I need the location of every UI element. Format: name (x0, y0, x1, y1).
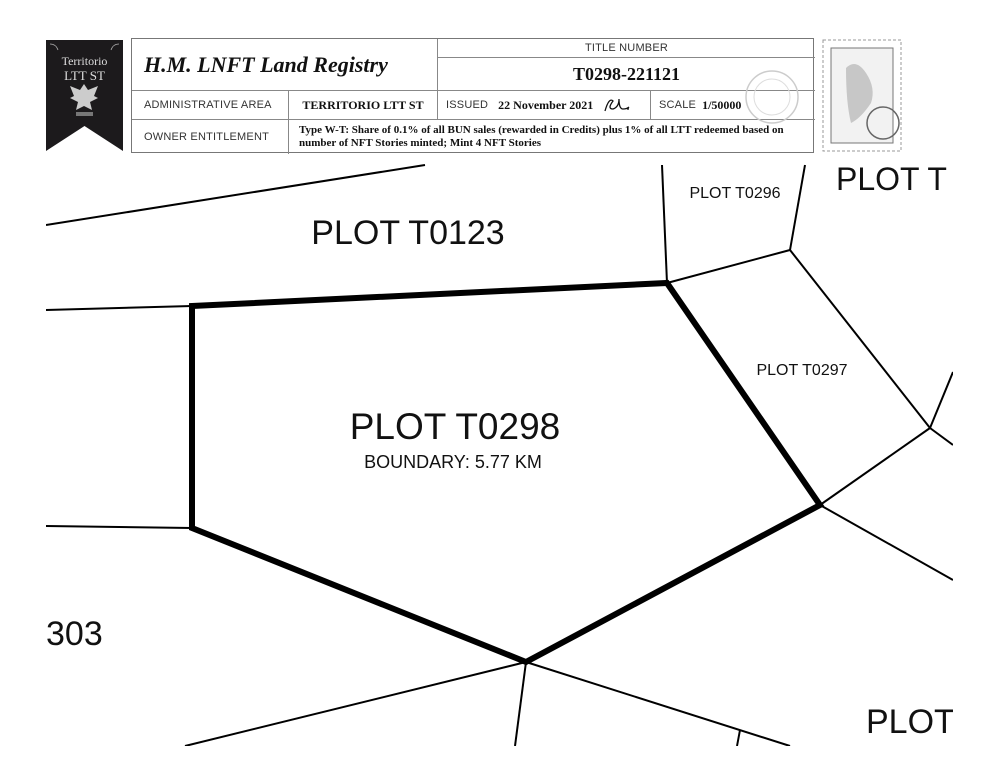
eagle-icon (70, 84, 98, 116)
issued-label: ISSUED (446, 99, 489, 111)
boundary-line (46, 164, 426, 226)
entitlement-label: OWNER ENTITLEMENT (144, 131, 270, 143)
plot-boundary-length: BOUNDARY: 5.77 KM (364, 452, 542, 472)
plot-label-t0298: PLOT T0298 (350, 406, 561, 447)
admin-area: TERRITORIO LTT ST (302, 97, 424, 112)
boundary-line (819, 427, 931, 506)
boundary-line (46, 305, 193, 311)
plot-label-t0297: PLOT T0297 (756, 362, 847, 379)
boundary-line (789, 164, 806, 251)
boundary-line (184, 661, 527, 746)
issued-date: 22 November 2021 (498, 97, 594, 112)
badge-line1: Territorio (61, 54, 108, 68)
plot-label-bottom-right: PLOT (866, 703, 955, 741)
boundary-line (525, 661, 791, 746)
boundary-line (736, 729, 741, 746)
boundary-line (819, 504, 953, 581)
territory-badge: Territorio LTT ST (46, 40, 123, 151)
seal-icon (745, 70, 799, 124)
registry-header: H.M. LNFT Land Registry TITLE NUMBER T02… (131, 38, 815, 154)
plot-label-left: 303 (46, 615, 103, 653)
admin-area-label: ADMINISTRATIVE AREA (144, 99, 272, 111)
scale-label: SCALE (659, 99, 697, 111)
plot-label-t0123: PLOT T0123 (311, 214, 504, 252)
boundary-line (46, 525, 193, 529)
title-number-label: TITLE NUMBER (584, 42, 669, 54)
plot-label-t0296: PLOT T0296 (689, 185, 780, 202)
plot-label-top-right: PLOT T (836, 161, 947, 197)
entitlement-text: Type W-T: Share of 0.1% of all BUN sales… (299, 124, 784, 149)
badge-line2: LTT ST (64, 68, 105, 83)
boundary-line (789, 249, 931, 429)
title-number: T0298-221121 (572, 63, 680, 84)
boundary-line (929, 371, 953, 429)
boundary-line (514, 661, 527, 746)
signature-icon (604, 98, 630, 112)
scale-value: 1/50000 (702, 97, 742, 112)
postage-stamp (821, 38, 903, 153)
plot-t0298-boundary (189, 279, 825, 666)
boundary-line (929, 427, 953, 446)
registry-title: H.M. LNFT Land Registry (144, 51, 388, 77)
boundary-line (661, 164, 668, 284)
boundary-line (666, 249, 791, 284)
